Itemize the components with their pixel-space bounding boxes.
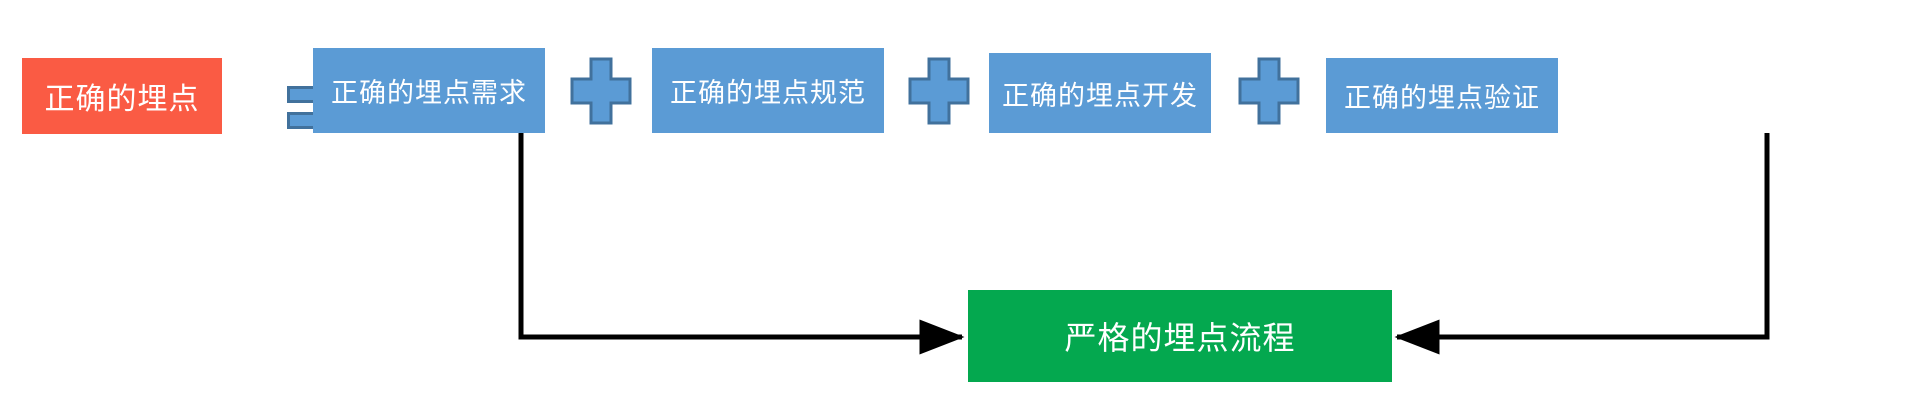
connector-verification-to-process [1394,133,1770,355]
node-correct-tracking-development[interactable]: 正确的埋点开发 [989,53,1211,133]
node-correct-tracking-spec[interactable]: 正确的埋点规范 [652,48,884,133]
connector-requirements-to-process [518,133,965,355]
node-correct-tracking[interactable]: 正确的埋点 [22,58,222,134]
plus-sign-icon-3 [1238,57,1300,125]
node-correct-tracking-requirements[interactable]: 正确的埋点需求 [313,48,545,133]
plus-sign-icon-1 [570,57,632,125]
node-correct-tracking-verification[interactable]: 正确的埋点验证 [1326,58,1558,133]
plus-sign-icon-2 [908,57,970,125]
node-strict-tracking-process[interactable]: 严格的埋点流程 [968,290,1392,382]
